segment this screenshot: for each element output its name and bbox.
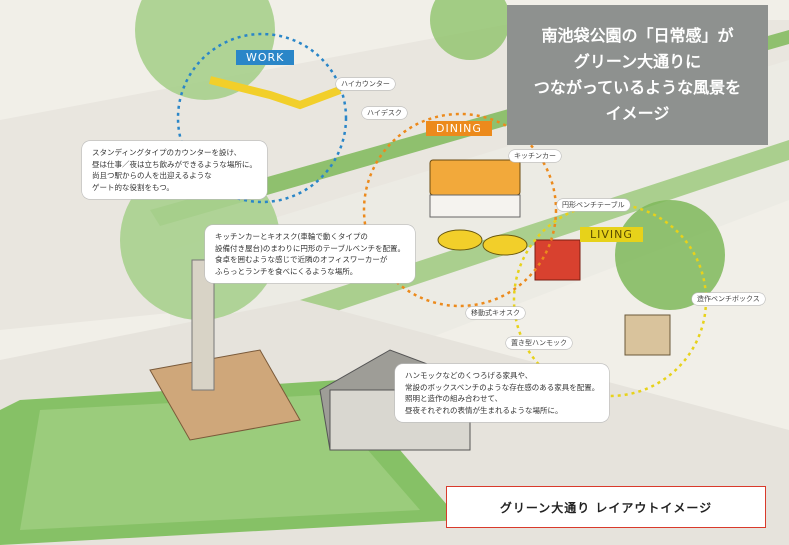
callout-line: ふらっとランチを食べにくるような場所。 (215, 266, 358, 276)
tree-canopy (430, 0, 510, 60)
wood-deck (149, 349, 301, 441)
bench-box (624, 314, 671, 356)
tree-trunk (191, 259, 215, 391)
zone-label-dining: DINING (426, 121, 492, 136)
callout-line: 常設のボックスベンチのような存在感のある家具を配置。 (405, 382, 600, 392)
callout-line: 設備付き屋台)のまわりに円形のテーブルベンチを配置。 (215, 243, 405, 253)
tag-round-bench-table: 円形ベンチテーブル (557, 199, 630, 211)
zone-label-living: LIVING (580, 227, 643, 242)
headline-line: イメージ (605, 104, 670, 123)
tag-high-counter: ハイカウンター (336, 78, 395, 90)
callout-line: ハンモックなどのくつろげる家具や、 (405, 371, 533, 380)
work-zone-circle (176, 32, 348, 204)
layout-caption: グリーン大通り レイアウトイメージ (446, 486, 766, 528)
tag-kitchen-car: キッチンカー (509, 150, 561, 162)
tree-canopy (135, 0, 275, 100)
kitchen-car-body (429, 194, 521, 218)
headline-line: グリーン大通りに (573, 52, 702, 71)
callout-line: キッチンカーとキオスク(車輪で動くタイプの (215, 232, 368, 241)
tag-mobile-kiosk: 移動式キオスク (466, 307, 525, 319)
round-bench-table (437, 229, 483, 251)
zone-label-work: WORK (236, 50, 295, 65)
lawn-inner (20, 395, 420, 530)
callout-line: 尚且つ駅からの人を出迎えるような (92, 171, 212, 180)
high-counter (209, 76, 342, 110)
headline-box: 南池袋公園の「日常感」が グリーン大通りに つながっているような風景を イメージ (507, 5, 768, 145)
tag-placed-hammock: 置き型ハンモック (506, 337, 572, 349)
kitchen-car (429, 159, 521, 196)
callout-living: ハンモックなどのくつろげる家具や、 常設のボックスベンチのような存在感のある家具… (395, 364, 610, 422)
dining-zone-circle (362, 112, 558, 308)
callout-work: スタンディングタイプのカウンターを設け、 昼は仕事／夜は立ち飲みができるような場… (82, 141, 267, 199)
headline-line: 南池袋公園の「日常感」が (541, 26, 734, 45)
callout-line: 食卓を囲むような感じで近隣のオフィスワーカーが (215, 255, 388, 264)
callout-line: 照明と造作の組み合わせて、 (405, 394, 503, 403)
tag-built-bench-box: 造作ベンチボックス (692, 293, 765, 305)
round-bench-table (482, 234, 528, 256)
callout-line: スタンディングタイプのカウンターを設け、 (92, 148, 242, 157)
tag-high-desk: ハイデスク (362, 107, 407, 119)
headline-line: つながっているような風景を (533, 78, 742, 97)
callout-line: 昼夜それぞれの表情が生まれるような場所に。 (405, 405, 563, 415)
callout-line: ゲート的な役割をもつ。 (92, 182, 174, 192)
mobile-kiosk (534, 239, 581, 281)
callout-dining: キッチンカーとキオスク(車輪で動くタイプの 設備付き屋台)のまわりに円形のテーブ… (205, 225, 415, 283)
callout-line: 昼は仕事／夜は立ち飲みができるような場所に。 (92, 159, 257, 169)
